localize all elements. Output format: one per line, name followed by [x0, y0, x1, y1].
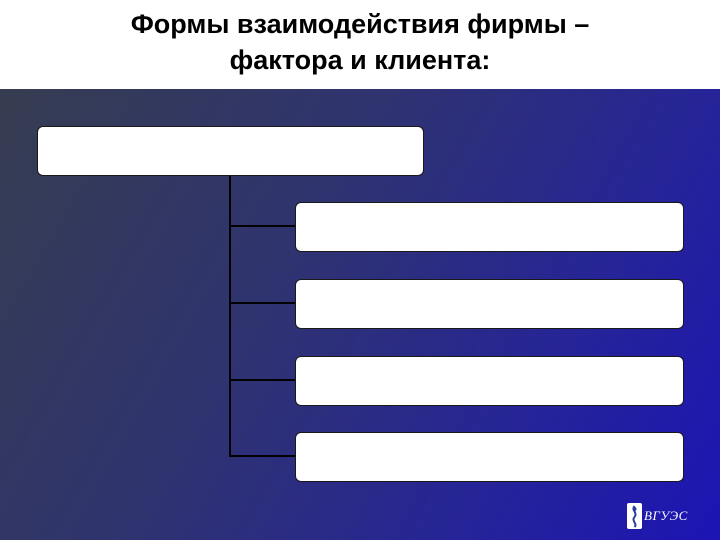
university-emblem-icon — [627, 503, 642, 529]
child-box-3 — [295, 356, 684, 406]
connector-trunk — [229, 176, 231, 456]
child-box-1 — [295, 202, 684, 252]
connector-branch-3 — [229, 379, 296, 381]
logo-text: ВГУЭС — [644, 508, 688, 523]
connector-branch-2 — [229, 302, 296, 304]
connector-branch-4 — [229, 455, 296, 457]
child-box-2 — [295, 279, 684, 329]
slide-title-line-1: Формы взаимодействия фирмы – — [130, 9, 590, 39]
slide-title: Формы взаимодействия фирмы – фактора и к… — [0, 6, 720, 78]
slide-title-line-2: фактора и клиента: — [229, 45, 491, 75]
connector-branch-1 — [229, 225, 296, 227]
root-box — [37, 126, 424, 176]
child-box-4 — [295, 432, 684, 482]
logo: ВГУЭС — [626, 501, 700, 531]
title-band: Формы взаимодействия фирмы – фактора и к… — [0, 0, 720, 89]
